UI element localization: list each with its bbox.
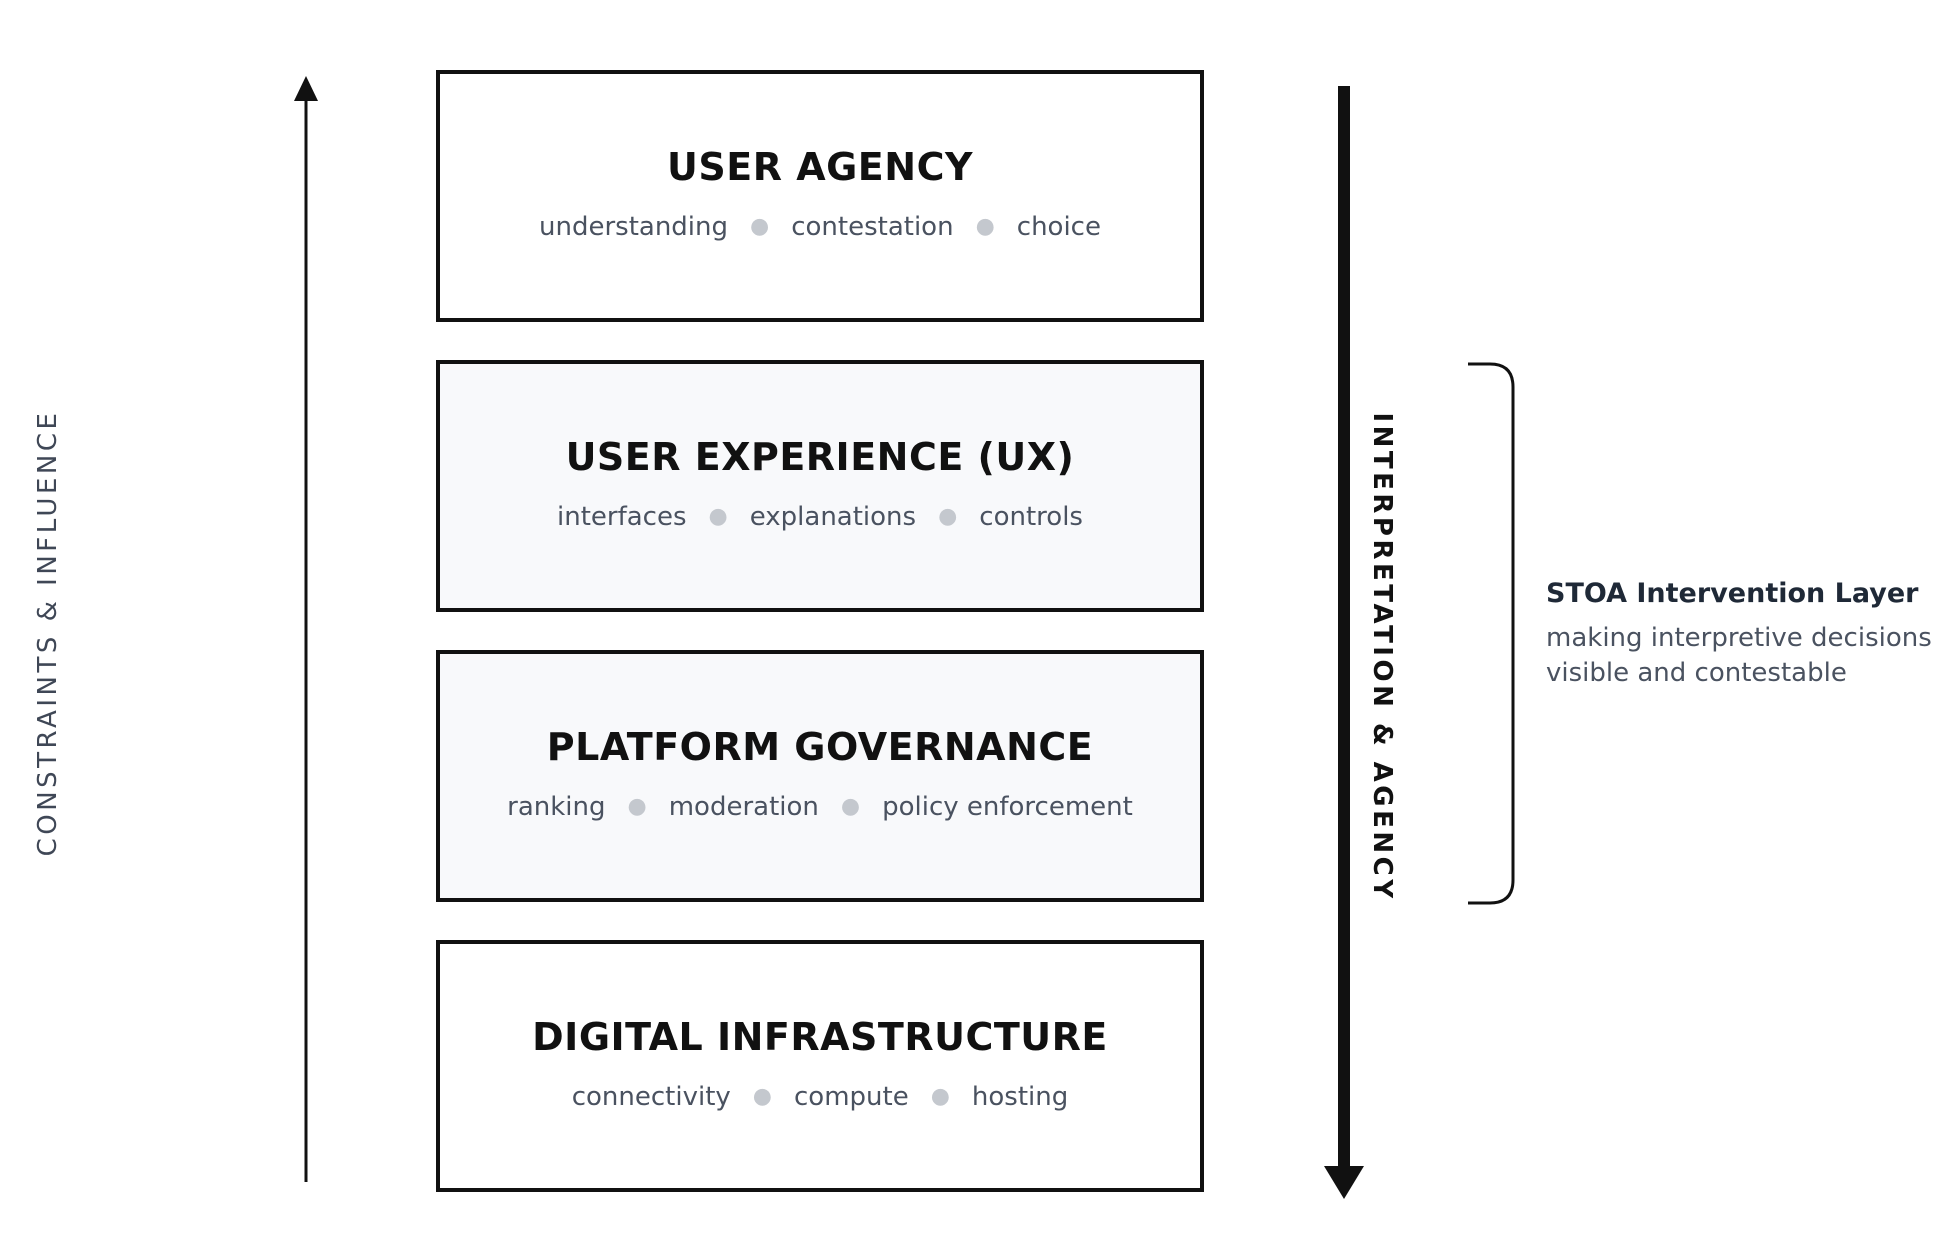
layer-items: interfaces ● explanations ● controls: [557, 504, 1083, 530]
layer-item: controls: [979, 502, 1083, 532]
layer-items: connectivity ● compute ● hosting: [572, 1084, 1069, 1110]
layer-item: moderation: [668, 792, 819, 822]
layer-item: compute: [794, 1082, 909, 1112]
layer-platform-governance: PLATFORM GOVERNANCE ranking ● moderation…: [436, 650, 1204, 902]
right-arrow-head: [1324, 1166, 1364, 1199]
layer-user-experience: USER EXPERIENCE (UX) interfaces ● explan…: [436, 360, 1204, 612]
separator-dot-icon: ●: [752, 1084, 772, 1109]
intervention-callout: STOA Intervention Layer making interpret…: [1546, 576, 1932, 691]
separator-dot-icon: ●: [938, 504, 958, 529]
layer-digital-infrastructure: DIGITAL INFRASTRUCTURE connectivity ● co…: [436, 940, 1204, 1192]
callout-title: STOA Intervention Layer: [1546, 578, 1919, 609]
separator-dot-icon: ●: [840, 794, 861, 819]
layer-item: contestation: [791, 212, 954, 242]
separator-dot-icon: ●: [627, 794, 647, 819]
layer-item: ranking: [507, 792, 606, 822]
layer-title: DIGITAL INFRASTRUCTURE: [532, 1015, 1108, 1059]
separator-dot-icon: ●: [975, 214, 995, 239]
left-arrow-head: [294, 76, 318, 101]
layer-item: policy enforcement: [882, 792, 1133, 822]
layer-item: connectivity: [571, 1082, 731, 1112]
layer-items: ranking ● moderation ● policy enforcemen…: [507, 794, 1133, 820]
layer-item: choice: [1016, 212, 1101, 242]
layer-item: explanations: [749, 502, 917, 532]
layer-item: hosting: [971, 1082, 1069, 1112]
separator-dot-icon: ●: [750, 214, 770, 239]
separator-dot-icon: ●: [930, 1084, 950, 1109]
callout-body: making interpretive decisions visible an…: [1546, 623, 1932, 689]
layer-item: understanding: [539, 212, 729, 242]
layer-item: interfaces: [557, 502, 687, 532]
layer-user-agency: USER AGENCY understanding ● contestation…: [436, 70, 1204, 322]
layer-title: PLATFORM GOVERNANCE: [546, 725, 1094, 769]
layer-title: USER EXPERIENCE (UX): [565, 435, 1075, 479]
layer-title: USER AGENCY: [667, 145, 973, 189]
left-axis-label: CONSTRAINTS & INFLUENCE: [33, 409, 63, 857]
intervention-bracket: [1468, 362, 1515, 905]
separator-dot-icon: ●: [708, 504, 728, 529]
right-axis-label: INTERPRETATION & AGENCY: [1367, 412, 1397, 902]
layer-items: understanding ● contestation ● choice: [539, 214, 1101, 240]
